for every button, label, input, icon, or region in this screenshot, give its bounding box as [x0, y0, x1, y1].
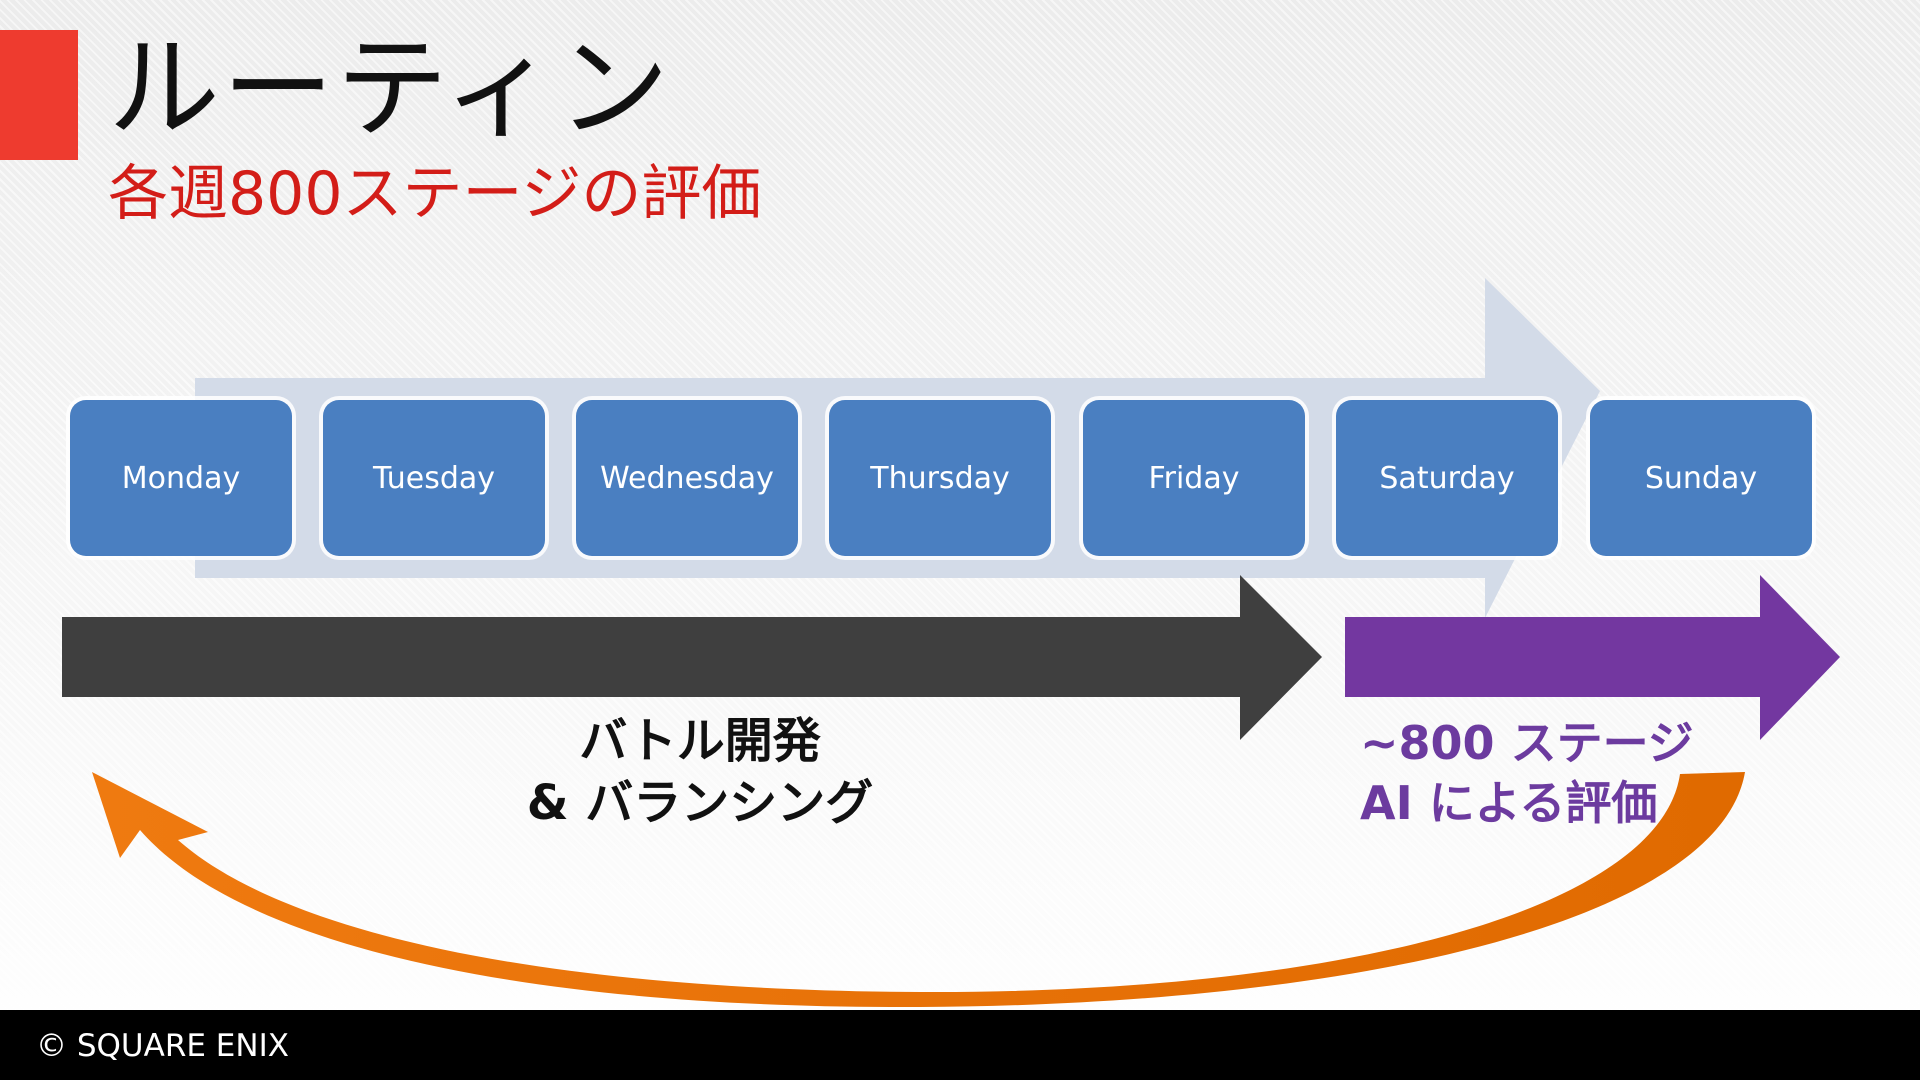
feedback-loop-arrow [92, 772, 1745, 1008]
day-box-monday: Monday [70, 400, 292, 556]
evaluation-label: ~800 ステージ AI による評価 [1360, 714, 1720, 834]
evaluation-arrow [1345, 575, 1840, 740]
day-label: Tuesday [372, 460, 496, 496]
evaluation-label-line2: AI による評価 [1360, 775, 1658, 830]
title-accent-block [0, 30, 78, 160]
slide-title: ルーティン [108, 24, 672, 154]
footer-bar [0, 1010, 1920, 1080]
day-label: Monday [121, 460, 241, 496]
day-label: Friday [1148, 460, 1240, 496]
slide: ルーティン 各週800ステージの評価 Monday Tuesday Wednes… [0, 24, 1840, 1008]
copyright-text: © SQUARE ENIX [36, 1028, 289, 1064]
day-box-wednesday: Wednesday [576, 400, 798, 556]
development-label-line1: バトル開発 [579, 713, 821, 769]
day-box-sunday: Sunday [1590, 400, 1812, 556]
evaluation-label-line1: ~800 ステージ [1360, 716, 1694, 770]
day-label: Thursday [870, 460, 1010, 496]
day-box-saturday: Saturday [1336, 400, 1558, 556]
development-label: バトル開発 & バランシング [500, 710, 900, 835]
development-label-line2: & バランシング [526, 775, 874, 832]
day-label: Wednesday [600, 460, 774, 496]
development-arrow [62, 575, 1322, 740]
day-box-thursday: Thursday [829, 400, 1051, 556]
day-box-friday: Friday [1083, 400, 1305, 556]
day-label: Sunday [1644, 460, 1758, 496]
day-label: Saturday [1379, 460, 1515, 496]
slide-subtitle: 各週800ステージの評価 [108, 159, 762, 229]
day-box-tuesday: Tuesday [323, 400, 545, 556]
